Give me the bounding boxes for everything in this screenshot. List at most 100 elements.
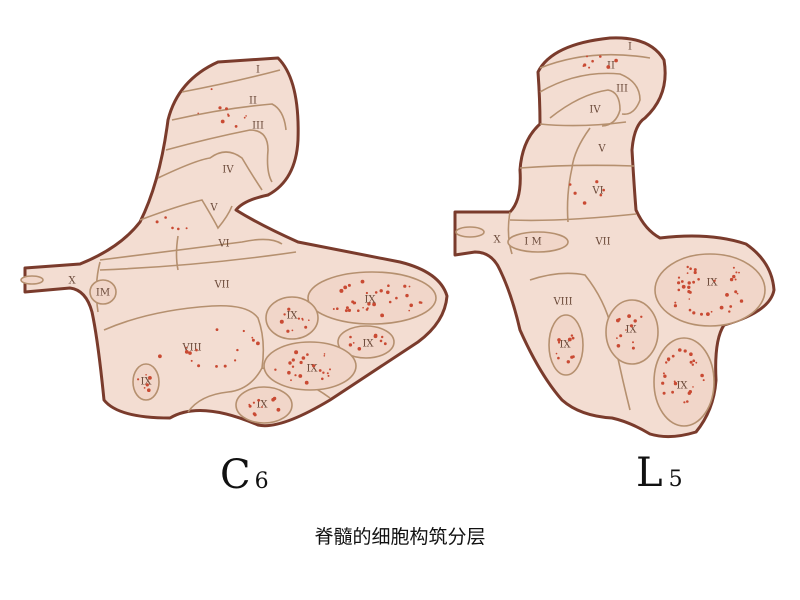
c6-nucleus-ix-d xyxy=(263,341,357,391)
cell-dot xyxy=(185,346,188,349)
cell-dot xyxy=(583,63,587,67)
cell-dot xyxy=(629,324,634,328)
cell-dot xyxy=(418,301,422,304)
cell-dot xyxy=(298,374,303,378)
cell-dot xyxy=(195,348,198,352)
cell-dot xyxy=(697,278,700,281)
l5-label-ix-c: IX xyxy=(559,340,571,351)
cell-dot xyxy=(408,285,411,288)
l5-segment-letter: L xyxy=(636,450,663,496)
c6-boundary-2-3 xyxy=(171,103,287,131)
cell-dot xyxy=(729,277,734,282)
c6-nucleus-ix-c xyxy=(337,325,395,359)
cell-dot xyxy=(725,293,729,297)
l5-central-canal-edge xyxy=(455,226,485,238)
l5-label-lamina-4: IV xyxy=(589,105,601,116)
cell-dot xyxy=(360,279,365,284)
l5-nucleus-ix-a xyxy=(654,253,766,327)
c6-nucleus-ix-f xyxy=(235,386,293,424)
cell-dot xyxy=(301,356,306,360)
cell-dot xyxy=(148,376,152,380)
l5-boundary-5-inner xyxy=(571,127,591,169)
cell-dot xyxy=(671,390,674,394)
cell-dot xyxy=(738,271,740,274)
cell-dot xyxy=(210,88,213,91)
cell-dot xyxy=(373,334,378,339)
cell-dot xyxy=(197,112,199,115)
c6-label-lamina-1: I xyxy=(256,65,260,76)
figure-caption: 脊髓的细胞构筑分层 xyxy=(314,526,486,548)
c6-segment-letter: C xyxy=(220,452,251,498)
cell-dot xyxy=(388,300,392,304)
cell-dot xyxy=(327,374,330,377)
cell-dot xyxy=(223,364,227,368)
cell-dot xyxy=(323,353,326,355)
cell-dot xyxy=(661,381,665,385)
cell-dot xyxy=(308,319,310,322)
l5-label-lamina-3: III xyxy=(616,84,628,95)
cell-dot xyxy=(332,308,335,310)
cell-dot xyxy=(693,359,696,363)
cell-dot xyxy=(164,216,167,219)
cell-dot xyxy=(301,319,304,321)
cell-dot xyxy=(291,365,295,368)
cell-dot xyxy=(625,329,627,331)
cell-dot xyxy=(251,338,255,342)
c6-nucleus-ix-e xyxy=(132,363,160,401)
cell-dot xyxy=(279,319,284,324)
c6-segment-number: 6 xyxy=(255,469,269,494)
c6-label-ix-f: IX xyxy=(256,400,268,411)
cell-dot xyxy=(693,268,697,272)
cell-dot xyxy=(276,407,281,412)
cell-dot xyxy=(700,373,704,378)
cell-dot xyxy=(323,355,326,357)
cell-dot xyxy=(158,354,162,359)
cell-dot xyxy=(557,341,561,344)
l5-boundary-8 xyxy=(529,272,631,411)
cell-dot xyxy=(245,115,247,117)
cell-dot xyxy=(673,380,676,383)
cell-dot xyxy=(220,119,225,124)
cell-dot xyxy=(408,309,411,312)
cell-dot xyxy=(379,289,383,293)
c6-boundary-7-main xyxy=(99,251,297,271)
c6-section: I II III IV V VI VII VIII X IM IX IX IX … xyxy=(20,56,449,498)
cell-dot xyxy=(287,307,291,311)
cell-dot xyxy=(257,398,261,402)
cell-dot xyxy=(274,368,277,371)
cell-dot xyxy=(155,220,159,224)
cell-dot xyxy=(143,387,146,389)
cell-dot xyxy=(321,377,324,381)
cell-dot xyxy=(145,374,147,376)
cell-dot xyxy=(184,350,189,354)
cell-dot xyxy=(693,270,697,275)
cell-dot xyxy=(215,365,218,368)
c6-label-ix-e: IX xyxy=(140,377,152,388)
cell-dot xyxy=(365,291,368,295)
cell-dot xyxy=(595,180,599,184)
cell-dot xyxy=(291,329,294,332)
cell-dot xyxy=(352,342,355,344)
cell-dot xyxy=(256,341,260,346)
cell-dot xyxy=(382,315,384,317)
cell-dot xyxy=(673,304,678,308)
cell-dot xyxy=(687,281,691,285)
cell-dot xyxy=(318,369,322,372)
cell-dot xyxy=(177,227,180,231)
cell-dot xyxy=(570,334,574,337)
cell-dot xyxy=(719,305,724,310)
l5-label-im: I M xyxy=(524,237,541,248)
cell-dot xyxy=(566,360,570,364)
c6-label-lamina-10: X xyxy=(68,276,76,287)
cell-dot xyxy=(616,337,618,339)
cell-dot xyxy=(616,344,621,348)
cell-dot xyxy=(683,349,687,353)
cell-dot xyxy=(557,356,560,360)
cell-dot xyxy=(692,386,694,388)
cell-dot xyxy=(573,191,577,195)
cell-dot xyxy=(677,281,681,285)
c6-label-ix-c: IX xyxy=(362,339,374,350)
cell-dot xyxy=(145,383,149,387)
